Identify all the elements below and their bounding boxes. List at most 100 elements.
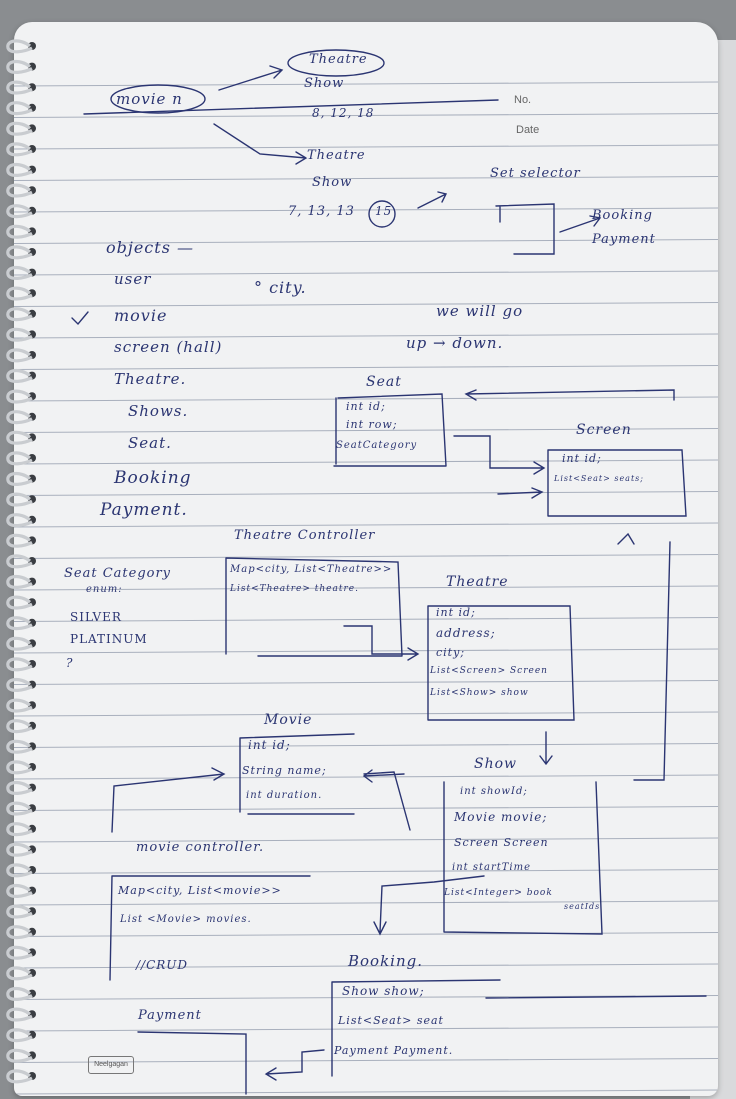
ruled-line bbox=[14, 648, 718, 654]
seat-class-title: Seat bbox=[366, 374, 402, 390]
booking-payment: Booking Payment bbox=[592, 208, 656, 247]
theatre-controller-box: Map<city, List<Theatre>> List<Theatre> t… bbox=[224, 554, 404, 654]
binding-ring bbox=[6, 389, 33, 404]
ruled-line bbox=[14, 932, 718, 937]
date-label: Date bbox=[516, 124, 540, 136]
enum-value: PLATINUM bbox=[70, 632, 148, 646]
binding-ring bbox=[6, 369, 33, 383]
booking-class-box: Show show; List<Seat> seat Payment Payme… bbox=[330, 978, 500, 1078]
show-box bbox=[443, 781, 603, 935]
tick-mark bbox=[71, 311, 89, 326]
ruled-line bbox=[14, 806, 718, 811]
arrow-seat-to-screen bbox=[453, 435, 546, 475]
movie-field: int duration. bbox=[246, 790, 323, 801]
binding-ring bbox=[6, 533, 33, 548]
binding-ring bbox=[6, 60, 33, 74]
seat-field: int row; bbox=[346, 418, 398, 431]
ruled-line bbox=[14, 365, 718, 370]
binding-ring bbox=[6, 183, 33, 198]
booking-class-title: Booking. bbox=[348, 952, 424, 970]
ruled-line bbox=[14, 176, 718, 181]
binding-ring bbox=[6, 925, 33, 940]
tc-box bbox=[225, 557, 403, 657]
seat-category-enum: Seat Category enum: SILVER PLATINUM ? bbox=[64, 566, 204, 676]
binding-ring bbox=[6, 595, 33, 610]
arrow-show-to-movie bbox=[362, 769, 405, 783]
brand-logo: Neelgagan bbox=[88, 1056, 134, 1074]
show1: Show bbox=[304, 76, 345, 91]
list-item: Seat. bbox=[128, 434, 172, 452]
ruled-line bbox=[14, 239, 718, 244]
objects-heading: objects — bbox=[106, 238, 194, 257]
binding-ring bbox=[6, 760, 33, 775]
binding-ring bbox=[6, 987, 33, 1001]
list-item: Payment. bbox=[100, 500, 188, 520]
payment-box bbox=[137, 1031, 247, 1095]
payment-label: Payment bbox=[138, 1008, 202, 1023]
enum-value: SILVER bbox=[70, 610, 122, 624]
arrow-screen-to-seat bbox=[464, 389, 675, 401]
ruled-line bbox=[14, 711, 718, 717]
seat-selector-box bbox=[495, 203, 555, 255]
binding-ring bbox=[6, 224, 33, 239]
movie-class-title: Movie bbox=[264, 712, 313, 728]
binding-ring bbox=[6, 327, 33, 342]
ruled-line bbox=[14, 81, 718, 87]
ruled-line bbox=[14, 113, 718, 118]
binding-ring bbox=[6, 348, 33, 363]
theatre1: Theatre bbox=[309, 52, 368, 67]
binding-ring bbox=[6, 410, 33, 425]
arrow-theatre-to-screen bbox=[617, 532, 671, 781]
arrow-to-theatre1 bbox=[218, 65, 284, 91]
binding-ring bbox=[6, 142, 33, 157]
ruled-line bbox=[14, 554, 718, 559]
screen-field: int id; bbox=[562, 452, 602, 465]
ruled-line bbox=[14, 428, 718, 433]
binding-ring bbox=[6, 945, 33, 960]
movie-class-box: int id; String name; int duration. bbox=[236, 734, 356, 814]
theatre-class-title: Theatre bbox=[446, 574, 509, 590]
mc-box bbox=[109, 875, 311, 981]
binding-ring bbox=[6, 80, 33, 95]
arrow-movie-to-show bbox=[363, 771, 411, 831]
ruled-line bbox=[14, 1058, 718, 1063]
binding-ring bbox=[6, 266, 33, 280]
arrow-theatre-to-show bbox=[539, 731, 553, 766]
theatre-controller-title: Theatre Controller bbox=[234, 528, 376, 543]
spiral-binding bbox=[6, 39, 36, 1084]
mc-field: Map<city, List<movie>> bbox=[118, 884, 282, 897]
show-field: List<Integer> book bbox=[444, 888, 553, 898]
list-item: screen (hall) bbox=[114, 338, 223, 356]
theatre-box bbox=[427, 605, 575, 721]
city-note: ° city. bbox=[254, 278, 307, 297]
ruled-line bbox=[14, 522, 718, 528]
nums1: 8, 12, 18 bbox=[312, 106, 375, 120]
show-connector bbox=[373, 875, 485, 936]
enum-title: Seat Category bbox=[64, 566, 172, 581]
binding-ring bbox=[6, 616, 33, 631]
show-class-box: int showId; Movie movie; Screen Screen i… bbox=[442, 780, 602, 930]
ink-strokes bbox=[71, 49, 707, 1095]
binding-ring bbox=[6, 307, 33, 322]
ruled-line bbox=[14, 270, 718, 276]
ruled-line bbox=[14, 837, 718, 843]
binding-ring bbox=[6, 698, 33, 713]
show-field: Movie movie; bbox=[454, 810, 548, 824]
ruled-line bbox=[14, 1026, 718, 1032]
binding-ring bbox=[6, 513, 33, 528]
theatre-field: city; bbox=[436, 646, 466, 659]
arrow-booking-to-payment bbox=[264, 1049, 325, 1081]
ruled-line bbox=[14, 207, 718, 213]
booking-field: Show show; bbox=[342, 984, 425, 998]
ruled-line bbox=[14, 743, 718, 748]
binding-ring bbox=[6, 966, 33, 981]
show-field: Screen Screen bbox=[454, 836, 549, 849]
ruled-line bbox=[14, 396, 718, 402]
seat-selector: Set selector bbox=[490, 166, 581, 181]
list-item: Shows. bbox=[128, 402, 189, 420]
underline-1 bbox=[83, 99, 499, 115]
show2: Show bbox=[312, 175, 353, 190]
binding-ring bbox=[6, 822, 33, 837]
show-field: int showId; bbox=[460, 786, 528, 797]
mc-crud: //CRUD bbox=[136, 958, 189, 972]
